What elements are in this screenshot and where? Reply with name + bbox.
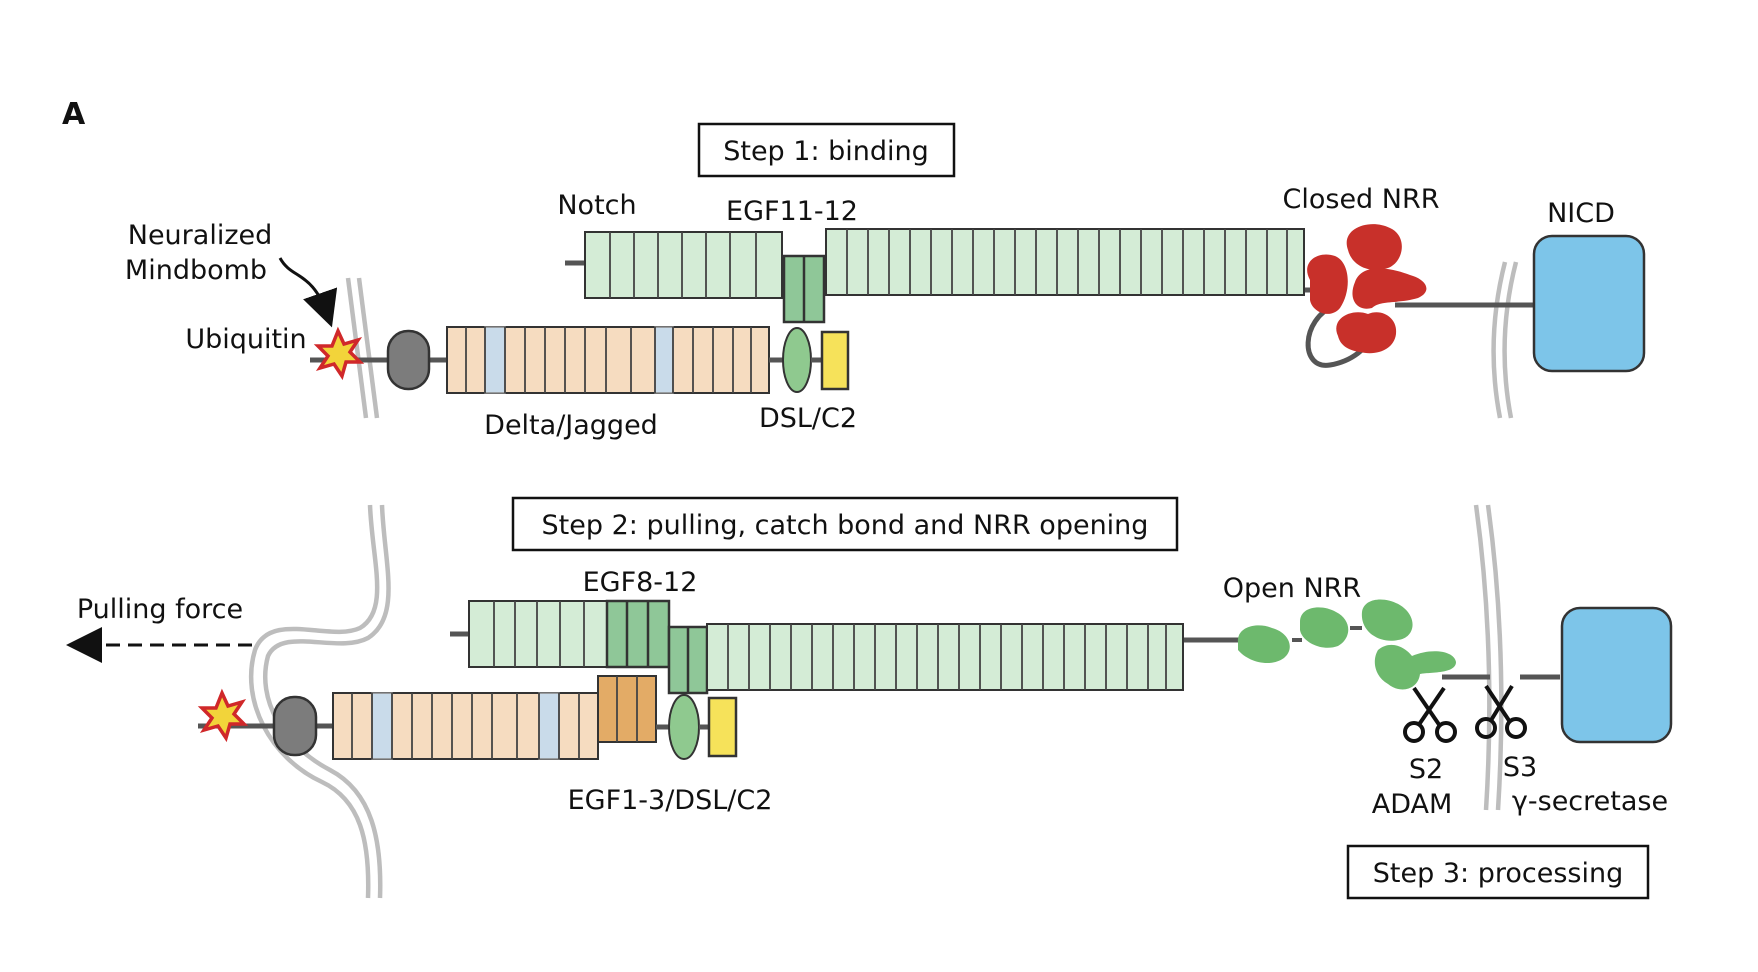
ligand-cell-membrane-endocytic [249,504,391,899]
ligand-cell-membrane-top [345,277,380,419]
notch-cell-membrane-top [1491,261,1519,419]
step3-box: Step 3: processing [1346,844,1650,900]
ligand-intracellular-domain-bottom [272,695,318,757]
c2-domain-bottom [707,696,738,758]
open-nrr-label: Open NRR [1223,573,1361,604]
ligand-intracellular-domain [386,329,431,391]
egf11-12-domain [782,254,826,324]
gamma-secretase-label: γ-secretase [1512,786,1668,817]
notch-egf-repeats-bottom-right [706,623,1184,691]
dsl-domain-top [782,327,812,393]
s3-label: S3 [1503,752,1537,783]
step1-title: Step 1: binding [723,136,929,167]
step3-title: Step 3: processing [1373,858,1623,889]
step2-title: Step 2: pulling, catch bond and NRR open… [542,510,1149,541]
open-nrr [1237,599,1456,690]
notch-egf-repeats-bottom-left [468,600,608,668]
dsl-domain-bottom [668,694,700,760]
closed-nrr [1307,224,1427,354]
egf8-12-label: EGF8-12 [583,567,698,598]
egf8-12-domain-upper [605,599,671,669]
adam-label: ADAM [1372,789,1453,820]
step1-box: Step 1: binding [697,122,956,178]
egf1-3-dsl-c2-label: EGF1-3/DSL/C2 [568,785,773,816]
step2-box: Step 2: pulling, catch bond and NRR open… [511,496,1179,552]
notch-cell-membrane-bottom [1473,504,1504,811]
notch-label: Notch [557,190,636,221]
ubiquitin-star-icon [313,326,365,381]
egf8-12-domain-lower [667,625,709,695]
ligand-egf-repeats-bottom [332,692,599,760]
scissors-icon [1403,686,1457,743]
notch-egf-repeats-top-right [825,228,1305,296]
notch-egf-repeats-top-left [584,231,783,299]
nicd-domain-bottom [1560,606,1673,744]
mindbomb-label: Mindbomb [125,255,267,286]
nicd-domain-top [1532,234,1646,373]
nicd-label: NICD [1547,198,1615,229]
pulling-force-label: Pulling force [77,594,243,625]
delta-jagged-label: Delta/Jagged [484,410,658,441]
ubiquitin-star-icon [197,688,249,743]
s2-label: S2 [1409,754,1443,785]
panel-letter: A [62,97,86,132]
ligand-egf-repeats-top [446,326,770,394]
egf1-3-domain [597,675,657,743]
closed-nrr-label: Closed NRR [1283,184,1440,215]
ubiquitin-label: Ubiquitin [185,324,306,355]
scissors-icon [1475,684,1527,739]
neuralized-label: Neuralized [128,220,273,251]
dsl-c2-label: DSL/C2 [759,403,857,434]
curved-arrow-icon [278,257,338,328]
egf11-12-label: EGF11-12 [726,196,858,227]
c2-domain-top [820,330,850,391]
